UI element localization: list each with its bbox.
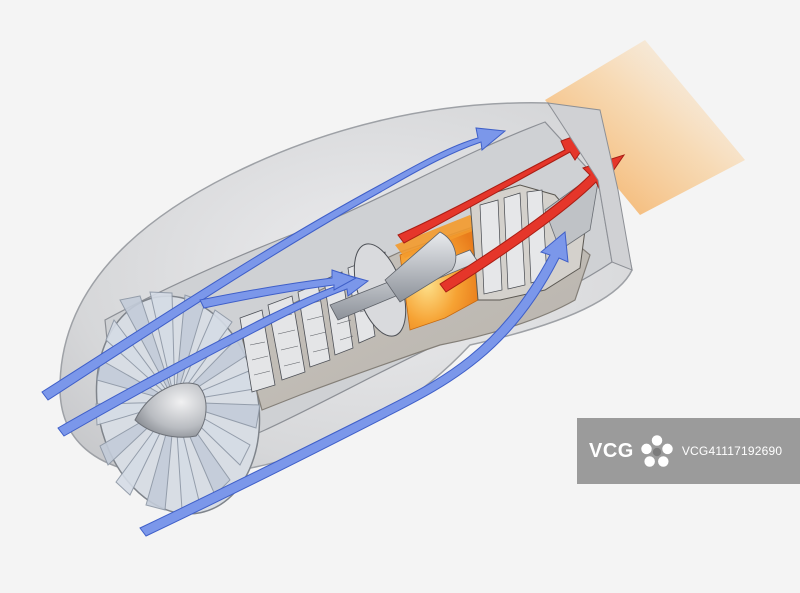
cold-air-arrow <box>41 127 507 401</box>
cold-air-arrow <box>139 231 569 537</box>
cold-air-arrow <box>57 273 370 437</box>
watermark-brand: VCG <box>589 439 634 462</box>
cold-air-arrow <box>199 269 358 309</box>
exhaust-plume <box>545 40 745 215</box>
watermark-id: VCG41117192690 <box>681 444 783 458</box>
spinner-nose-cone <box>134 382 207 438</box>
shaft-cone <box>384 231 457 303</box>
nacelle-rim <box>546 102 633 271</box>
cold-airflow-arrows <box>41 127 569 537</box>
flower-icon <box>641 435 673 467</box>
watermark: VCG VCG41117192690 <box>577 418 800 484</box>
